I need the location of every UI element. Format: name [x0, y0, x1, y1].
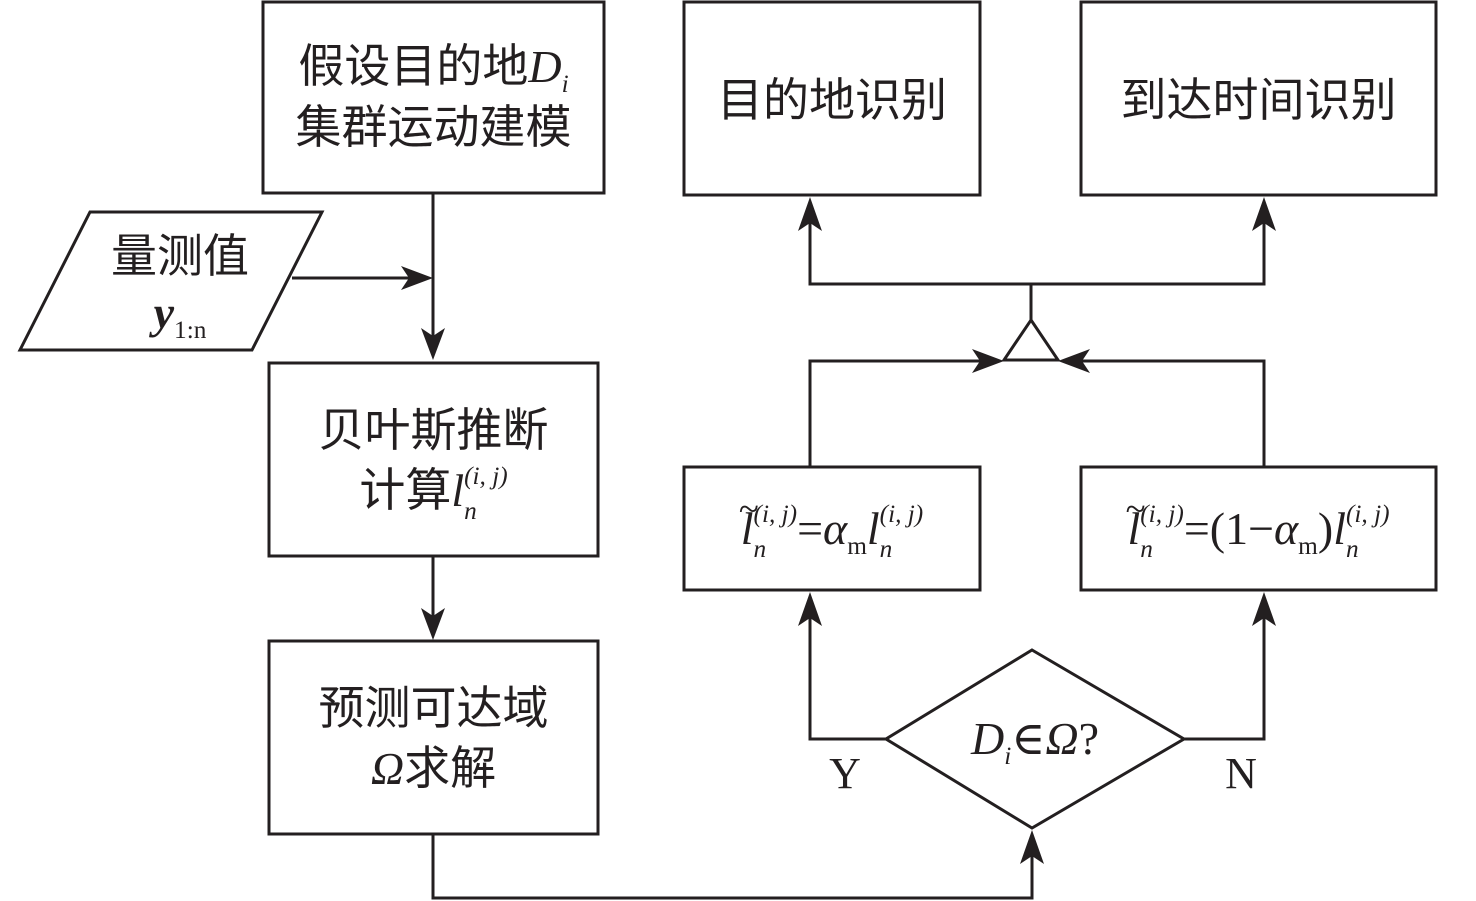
decision-op: ∈	[1011, 713, 1046, 764]
reachable-line2: 求解	[404, 741, 497, 795]
edge-merge-split	[808, 217, 1266, 286]
arrival-time-id-box	[1079, 0, 1438, 197]
hypothesis-var: D	[528, 41, 562, 92]
hypothesis-sub: i	[561, 70, 569, 99]
decision-q: ?	[1078, 713, 1099, 764]
yes-rhs-sup: (i, j)	[879, 499, 924, 528]
arrowhead-no-box	[1252, 592, 1276, 626]
no-coef: α	[1274, 503, 1299, 554]
measurement-sub: 1:n	[174, 316, 207, 345]
bayes-sub: n	[464, 497, 477, 526]
measurement-var: y	[153, 287, 175, 338]
no-label: N	[1225, 749, 1257, 798]
edge-no-to-merge	[1078, 359, 1266, 467]
arrowhead-arrival	[1252, 197, 1276, 231]
measurement-parallelogram	[17, 210, 325, 352]
bayes-sup: (i, j)	[464, 461, 508, 490]
yes-label: Y	[829, 749, 861, 798]
arrowhead-decision	[1020, 830, 1044, 864]
edge-decision-no	[1184, 612, 1266, 741]
yes-rhs-sub: n	[879, 535, 893, 564]
reachable-line1: 预测可达域	[318, 681, 549, 735]
hypothesis-line1: 假设目的地	[298, 39, 529, 93]
merge-triangle	[1001, 317, 1061, 362]
hypothesis-box	[261, 0, 606, 195]
yes-lhs-sup: (i, j)	[753, 499, 798, 528]
yes-lhs-var: l	[739, 479, 759, 559]
bayes-text: 贝叶斯推断 计算l(i, j) n	[269, 400, 598, 526]
no-close: )	[1317, 503, 1334, 554]
reachable-text: 预测可达域 Ω求解	[269, 678, 598, 799]
reachable-omega: Ω	[370, 743, 405, 794]
no-branch-formula: l(i, j)n=(1−αm)l(i, j)n	[1081, 479, 1436, 564]
reachable-box	[267, 639, 600, 836]
no-rhs-sub: n	[1345, 535, 1359, 564]
yes-branch-formula: l(i, j)n=αml(i, j)n	[684, 479, 980, 564]
measurement-text: 量测值 y1:n	[60, 226, 300, 343]
yes-rhs-var: l	[866, 503, 880, 554]
no-rhs-sup: (i, j)	[1345, 499, 1390, 528]
destination-id-box	[682, 0, 982, 197]
hypothesis-line2: 集群运动建模	[295, 100, 572, 154]
decision-sub: i	[1004, 742, 1012, 771]
no-lhs-var: l	[1126, 479, 1146, 559]
edge-yes-to-merge	[808, 359, 985, 467]
decision-diamond	[883, 648, 1187, 830]
arrival-time-id-text: 到达时间识别	[1120, 73, 1397, 127]
arrowhead-measurement	[401, 266, 433, 290]
measurement-label: 量测值	[111, 229, 249, 283]
yes-coef-sub: m	[847, 532, 867, 561]
arrowhead-bayes	[421, 328, 445, 360]
bayes-line1: 贝叶斯推断	[318, 403, 549, 457]
edge-decision-yes	[808, 612, 886, 741]
arrowhead-reachable	[421, 608, 445, 640]
yes-eq: =	[797, 503, 824, 554]
no-coef-sub: m	[1298, 532, 1318, 561]
edge-reachable-to-decision	[431, 834, 1034, 900]
decision-set: Ω	[1045, 713, 1079, 764]
yes-branch-box	[682, 465, 982, 592]
bayes-var: l	[451, 465, 465, 516]
yes-coef: α	[823, 503, 848, 554]
arrowhead-destination	[798, 197, 822, 231]
arrowhead-yes-box	[798, 592, 822, 626]
yes-lhs-sub: n	[753, 535, 767, 564]
bayes-line2: 计算	[359, 463, 452, 517]
decision-var: D	[970, 713, 1005, 764]
decision-text: Di∈Ω?	[886, 708, 1184, 769]
no-rhs-var: l	[1333, 503, 1346, 554]
no-lhs-sup: (i, j)	[1140, 499, 1184, 528]
no-lhs-sub: n	[1140, 535, 1153, 564]
hypothesis-text: 假设目的地Di 集群运动建模	[263, 36, 604, 157]
no-eq: =(1−	[1183, 503, 1275, 554]
arrowhead-merge-left	[972, 349, 1004, 373]
destination-id-text: 目的地识别	[717, 73, 947, 127]
arrowhead-merge-right	[1058, 349, 1090, 373]
